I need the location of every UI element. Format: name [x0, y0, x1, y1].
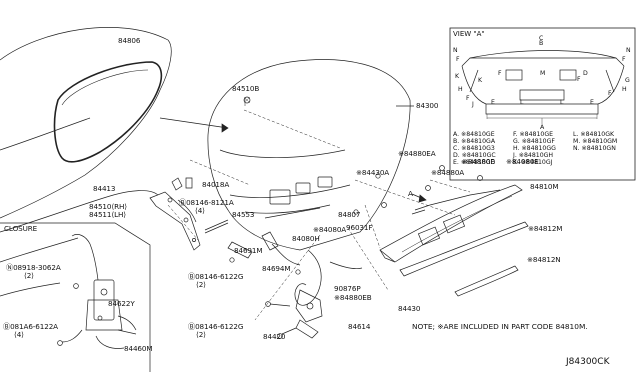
part-84880e-label: ※84880E [462, 157, 495, 166]
part-84511-label: 84511⟨LH⟩ [89, 210, 126, 219]
part-84880a-label: ※84880A [431, 168, 465, 177]
part-96031f-label: 96031F [346, 223, 373, 232]
part-84510b-label: 84510B [232, 84, 260, 93]
view-a-letter-f2: F [622, 56, 626, 63]
legend-item: L. ※84810GK [573, 131, 615, 138]
view-a-letter-k2: K [478, 77, 483, 84]
view-a-title: VIEW "A" [453, 30, 485, 38]
part-84812m-label: ※84812M [528, 224, 563, 233]
view-a-letter-n1: N [453, 47, 458, 54]
view-a-letter-h2: H [622, 86, 627, 93]
legend-item: M. ※84810GM [573, 138, 618, 145]
closure-inset [0, 222, 151, 372]
view-a-letter-f6: F [466, 95, 470, 102]
legend-item: K. ※84810GJ [513, 159, 553, 166]
part-84018a-label: 84018A [202, 180, 230, 189]
part-84807-label: 84807 [338, 210, 361, 219]
part-08146-8121a-qty: ⟨4⟩ [195, 206, 205, 215]
part-84420-label: 84420 [263, 332, 286, 341]
fasteners [229, 165, 483, 275]
view-a-letter-f4: F [577, 76, 581, 83]
part-84510-label: 84510⟨RH⟩ [89, 202, 127, 211]
view-a-letter-n2: N [626, 47, 631, 54]
part-84694m-label: 84694M [262, 264, 291, 273]
legend-item: C. ※84810G3 [453, 145, 495, 152]
view-a-letter-f1: F [456, 56, 460, 63]
view-a-letter-l1: L [520, 99, 524, 106]
closure-title: CLOSURE [4, 224, 38, 233]
part-84614-label: 84614 [348, 322, 371, 331]
view-a-legend-left: A. ※84810GE B. ※84810GA C. ※84810G3 D. ※… [453, 131, 496, 166]
view-a-letter-j: J [472, 101, 474, 108]
view-a-letter-b: B [539, 40, 544, 47]
part-84812n-label: ※84812N [527, 255, 561, 264]
legend-item: E. ※84810GD [453, 159, 496, 166]
view-a-letter-e2: E [590, 99, 594, 106]
part-08918-3062a-label: Ⓝ08918-3062A [6, 263, 61, 272]
view-a-letter-l2: L [560, 99, 564, 106]
part-081a6-6122a-label: Ⓑ081A6-6122A [3, 322, 58, 331]
part-84413-label: 84413 [93, 184, 116, 193]
view-a-letter-k1: K [455, 73, 460, 80]
footnote: NOTE; ※ARE INCLUDED IN PART CODE 84810M. [412, 322, 588, 331]
view-a-letter-g: G [625, 77, 630, 84]
legend-item: J. ※84810GH [513, 152, 554, 159]
part-08146-8121a-label: Ⓑ08146-8121A [179, 198, 234, 207]
trunk-seal [53, 61, 163, 163]
view-a-letter-f3: F [498, 70, 502, 77]
part-84430a-label: ※84430A [356, 168, 390, 177]
legend-item: B. ※84810GA [453, 138, 496, 145]
part-84080a-label: ※84080A [313, 225, 347, 234]
part-84810m-label: 84810M [530, 182, 559, 191]
view-a-letter-d: D [583, 70, 588, 77]
part-84622y-label: 84622Y [108, 299, 135, 308]
part-081a6-6122a-qty: ⟨4⟩ [14, 330, 24, 339]
part-08918-3062a-qty: ⟨2⟩ [24, 271, 34, 280]
legend-item: A. ※84810GE [453, 131, 495, 138]
part-08146-6122g-top-label: Ⓑ08146-6122G [188, 272, 244, 281]
view-a-letter-c: C [539, 35, 544, 42]
lock-assembly [261, 231, 363, 339]
legend-item: D. ※84810GC [453, 152, 496, 159]
view-a-letter-a: A [540, 124, 545, 131]
trunk-lid [207, 59, 411, 251]
part-84460m-label: 84460M [124, 344, 153, 353]
part-84430-label: 84430 [398, 304, 421, 313]
part-08146-6122g-bot-label: Ⓑ08146-6122G [188, 322, 244, 331]
legend-item: N. ※84810GN [573, 145, 616, 152]
legend-item: F. ※84810GE [513, 131, 554, 138]
part-08146-6122g-top-qty: ⟨2⟩ [196, 280, 206, 289]
view-a-box [449, 27, 636, 181]
part-84691m-label: 84691M [234, 246, 263, 255]
view-a-legend-mid: F. ※84810GE G. ※84810GF H. ※84810GG J. ※… [513, 131, 556, 166]
view-a-letter-f5: F [608, 90, 612, 97]
part-90876p-label: 90876P [334, 284, 361, 293]
part-84806-label: 84806 [118, 36, 141, 45]
part-84880ea-label: ※84880EA [398, 149, 436, 158]
trunk-finisher [379, 184, 523, 263]
car-body-outline [0, 27, 197, 297]
part-08146-6122g-bot-qty: ⟨2⟩ [196, 330, 206, 339]
legend-item: G. ※84810GF [513, 138, 555, 145]
view-a-letter-h1: H [458, 86, 463, 93]
view-a-letter-m: M [540, 70, 546, 77]
view-a-letter-e1: E [491, 99, 495, 106]
leader-lines [167, 98, 471, 321]
part-84553-label: 84553 [232, 210, 255, 219]
part-84300-label: 84300 [416, 101, 439, 110]
legend-item: H. ※84810GG [513, 145, 556, 152]
diagram-code: J84300CK [566, 357, 610, 367]
trunk-hinge [149, 177, 253, 259]
part-84080e-label: ※84080E [506, 157, 539, 166]
molding-strip [454, 265, 519, 297]
part-84880eb-label: ※84880EB [334, 293, 372, 302]
view-a-arrow-label: A [408, 189, 413, 198]
finisher-strip [399, 221, 529, 277]
view-a-legend-right: L. ※84810GK M. ※84810GM N. ※84810GN [573, 131, 617, 152]
part-84080h-label: 84080H [292, 234, 320, 243]
